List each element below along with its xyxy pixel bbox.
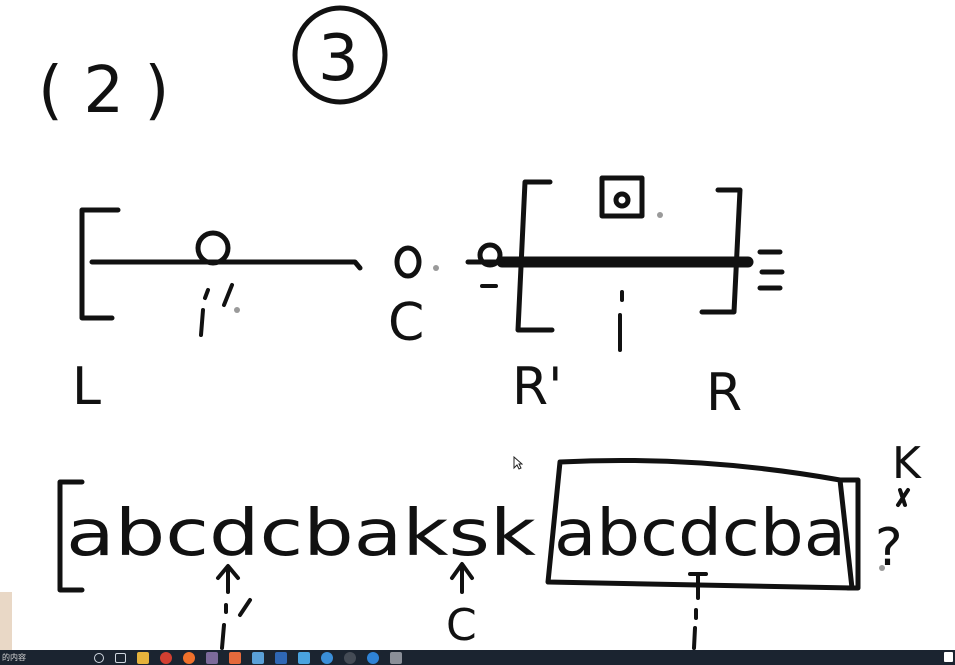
label-K: K <box>892 438 922 489</box>
chrome-icon[interactable] <box>160 651 172 664</box>
whiteboard-canvas: ( 2 ) 3 L C R' R a <box>38 5 922 650</box>
mail-icon[interactable] <box>298 651 310 664</box>
github-icon[interactable] <box>344 651 356 664</box>
pen-icon[interactable] <box>229 651 241 664</box>
edge-icon[interactable] <box>367 651 379 664</box>
string-row: abcdcbaksk abcdcba ? K <box>57 438 922 593</box>
taskbar: 的内容 <box>0 650 955 665</box>
firefox-icon[interactable] <box>183 651 195 664</box>
center-point <box>394 245 439 279</box>
desktop-edge <box>0 592 12 650</box>
string-left: abcdcbaksk <box>66 497 536 571</box>
browser-icon[interactable] <box>321 651 333 664</box>
left-segment <box>79 207 363 337</box>
files-icon[interactable] <box>252 651 264 664</box>
word-icon[interactable] <box>275 651 287 664</box>
taskbar-search-box[interactable]: 的内容 <box>2 653 26 662</box>
label-R-prime: R' <box>512 357 562 417</box>
string-window: abcdcba <box>554 497 846 571</box>
right-segment <box>465 175 785 352</box>
start-icon[interactable] <box>94 652 104 663</box>
arrow-i-prime <box>216 564 252 650</box>
file-explorer-icon[interactable] <box>137 651 149 664</box>
case-number: 3 <box>318 22 359 96</box>
mouse-cursor-icon <box>513 455 524 474</box>
label-C: C <box>388 293 424 353</box>
question-mark: ? <box>875 518 903 578</box>
tool-icon[interactable] <box>390 651 402 664</box>
label-R: R <box>706 363 742 423</box>
task-view-icon[interactable] <box>115 652 126 663</box>
arrow-C: C <box>446 562 477 650</box>
label-L: L <box>72 357 101 417</box>
case-number-circle: 3 <box>292 5 388 105</box>
part-label: ( 2 ) <box>38 54 169 128</box>
label-C-bottom: C <box>446 600 477 650</box>
arrow-i <box>688 572 708 650</box>
tray-icon[interactable] <box>944 652 953 662</box>
app-icon[interactable] <box>206 651 218 664</box>
